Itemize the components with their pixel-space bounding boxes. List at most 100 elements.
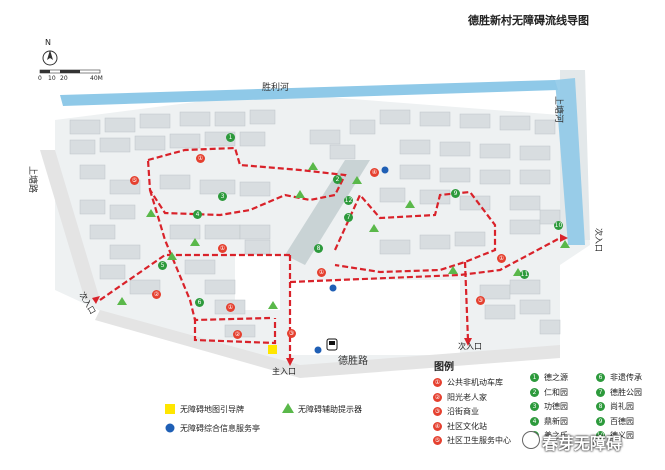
legend-marker: ①: [433, 378, 442, 387]
central-park: [285, 160, 370, 265]
accessible-routes: [99, 146, 561, 360]
legend-marker: 1: [530, 373, 539, 382]
garden-marker: 2: [333, 175, 342, 184]
building-block: [244, 239, 271, 255]
building-block: [439, 167, 471, 183]
road-south-label: 德胜路: [338, 356, 368, 367]
route-east-loop: [333, 190, 497, 274]
building-block: [499, 115, 531, 131]
road-west: [40, 150, 100, 300]
building-block: [509, 195, 541, 211]
facility-marker: ①: [497, 254, 506, 263]
scale-label-0: 0: [38, 75, 42, 82]
facility-marker: ①: [196, 154, 205, 163]
river-east: [555, 78, 585, 245]
building-block: [104, 117, 136, 133]
building-block: [459, 113, 491, 129]
building-block: [509, 219, 541, 235]
building-block: [539, 319, 561, 335]
river-east-label: 上塘河: [553, 96, 563, 124]
route-north-loop: [146, 146, 347, 217]
river-north: [60, 80, 558, 106]
building-block: [379, 109, 411, 125]
building-block: [134, 135, 166, 151]
scale-label-10: 10: [48, 75, 56, 82]
legend-label: 德义园: [610, 431, 634, 440]
map-guide-sign: [268, 345, 277, 354]
watermark-icon: [522, 431, 540, 449]
building-block: [169, 133, 201, 149]
building-block: [379, 239, 411, 255]
building-block: [484, 304, 516, 320]
legend-label: 鼎新园: [544, 416, 568, 426]
legend-marker: 9: [596, 416, 605, 426]
route-south-branch: [463, 261, 470, 341]
legend-marker: ④: [433, 421, 442, 431]
building-block: [239, 224, 271, 240]
legend-triangle-label: 无障碍辅助提示器: [298, 405, 362, 414]
scale-label-20: 20: [60, 75, 68, 82]
route-south-connector: [289, 237, 561, 284]
legend-label: 沿街商业: [447, 407, 479, 416]
compass-icon: [42, 50, 58, 66]
building-block: [349, 119, 376, 135]
facility-marker: ①: [218, 244, 227, 253]
facility-marker: ②: [233, 330, 242, 339]
building-block: [239, 181, 271, 197]
building-block: [109, 204, 136, 220]
building-block: [89, 224, 116, 240]
arrow-main-entrance: [286, 358, 294, 366]
road-west-label: 上塘路: [27, 166, 37, 194]
arrow-south-entrance: [464, 338, 472, 346]
building-block: [204, 279, 236, 295]
garden-marker: 7: [344, 213, 353, 222]
garden-marker: 9: [451, 189, 460, 198]
building-block: [184, 259, 216, 275]
legend-label: 阳光老人家: [447, 392, 487, 402]
building-block: [419, 111, 451, 127]
facility-marker: ②: [152, 290, 161, 299]
building-block: [309, 129, 341, 145]
building-block: [399, 164, 431, 180]
garden-marker: 3: [218, 192, 227, 201]
river-north-label: 胜利河: [262, 83, 290, 93]
watermark-text: 春芽无障碍: [542, 434, 623, 453]
arrow-east-entrance: [560, 234, 568, 242]
scale-label-40: 40M: [90, 75, 103, 82]
legend-heading: 图例: [434, 362, 454, 373]
building-block: [109, 244, 141, 260]
building-block: [214, 111, 246, 127]
garden-marker: 11: [520, 270, 529, 279]
building-block: [539, 209, 561, 225]
garden-marker: 5: [158, 261, 167, 270]
legend-label: 社区卫生服务中心: [447, 436, 511, 445]
route-west-branch: [99, 253, 290, 301]
building-block: [249, 109, 276, 125]
building-block: [479, 143, 511, 159]
facility-marker: ⑤: [130, 176, 139, 185]
legend-marker: 10: [596, 431, 605, 440]
info-kiosks: [314, 166, 389, 354]
garden-marker: 1: [226, 133, 235, 142]
building-block: [169, 224, 201, 240]
building-block: [329, 144, 356, 160]
building-block: [519, 169, 551, 185]
route-west-diagonal: [148, 189, 271, 322]
legend-marker: 3: [530, 402, 539, 411]
building-block: [479, 284, 511, 300]
building-block: [454, 231, 486, 247]
legend-marker: 6: [596, 373, 605, 382]
building-block: [439, 141, 471, 157]
legend-marker: 2: [530, 387, 539, 397]
building-block: [159, 174, 191, 190]
legend-label: 公共非机动车库: [447, 378, 503, 387]
legend-marker: 7: [596, 387, 605, 397]
building-block: [519, 145, 551, 161]
building-block: [419, 234, 451, 250]
building-block: [99, 137, 131, 153]
legend-marker: 4: [530, 416, 539, 426]
route-lower-block: [193, 318, 277, 345]
building-block: [79, 164, 106, 180]
building-block: [509, 279, 541, 295]
